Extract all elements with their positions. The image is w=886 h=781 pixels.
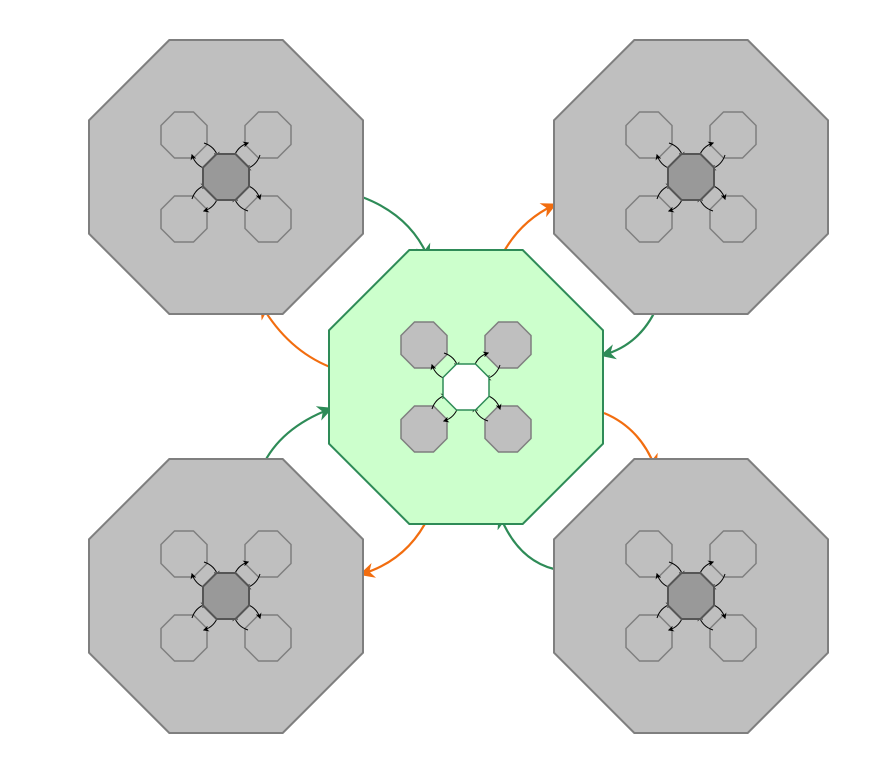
satellite-nw-bottom-left — [160, 530, 208, 578]
satellite-ne-bottom-right — [709, 530, 757, 578]
core-top-left — [202, 153, 250, 201]
satellite-se-top-right — [709, 195, 757, 243]
satellite-se-center — [484, 405, 532, 453]
node-center — [328, 249, 604, 525]
edge-top-left-to-center — [361, 195, 431, 260]
edge-center-to-top-left — [260, 303, 331, 369]
satellite-nw-bottom-right — [625, 530, 673, 578]
core-center — [442, 363, 490, 411]
satellite-nw-top-right — [625, 111, 673, 159]
node-top-right — [553, 39, 829, 315]
satellite-sw-top-right — [625, 195, 673, 243]
satellite-sw-top-left — [160, 195, 208, 243]
node-bottom-left — [88, 458, 364, 734]
core-top-right — [667, 153, 715, 201]
satellite-sw-bottom-left — [160, 614, 208, 662]
satellite-se-bottom-left — [244, 614, 292, 662]
core-bottom-right — [667, 572, 715, 620]
satellite-se-top-left — [244, 195, 292, 243]
satellite-sw-center — [400, 405, 448, 453]
node-top-left — [88, 39, 364, 315]
satellite-sw-bottom-right — [625, 614, 673, 662]
satellite-ne-top-right — [709, 111, 757, 159]
core-bottom-left — [202, 572, 250, 620]
satellite-se-bottom-right — [709, 614, 757, 662]
satellite-ne-top-left — [244, 111, 292, 159]
node-bottom-right — [553, 458, 829, 734]
satellite-ne-center — [484, 321, 532, 369]
satellite-nw-center — [400, 321, 448, 369]
satellite-ne-bottom-left — [244, 530, 292, 578]
satellite-nw-top-left — [160, 111, 208, 159]
nodes-layer — [88, 39, 829, 734]
